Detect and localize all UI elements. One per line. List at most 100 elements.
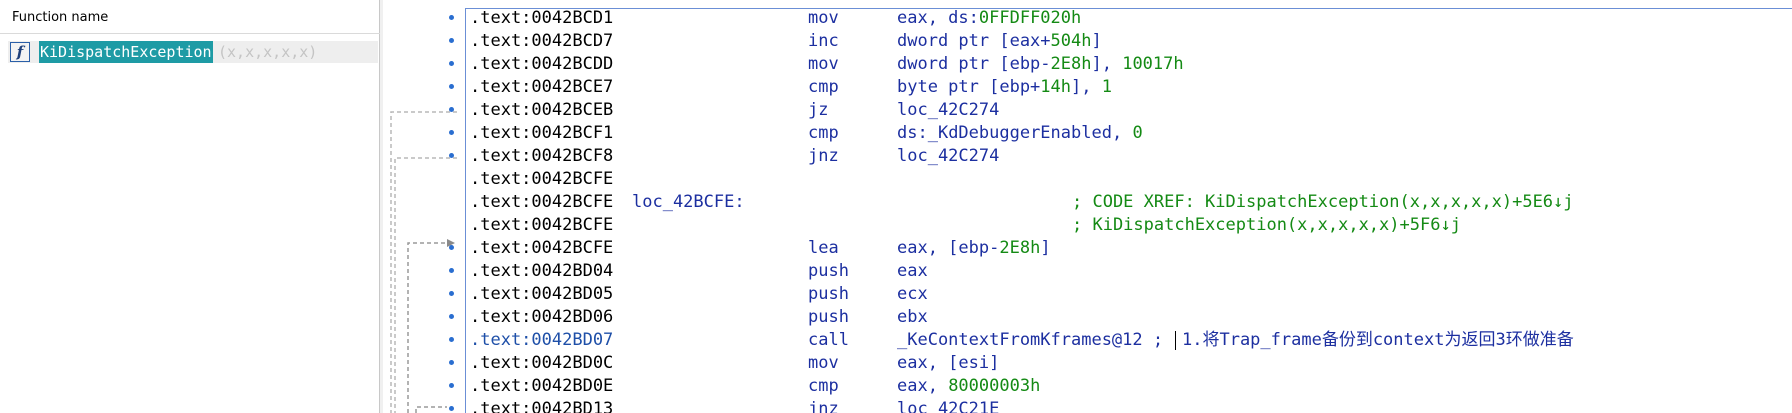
operand-part: loc_42C274 [897, 146, 1000, 166]
disasm-mnemonic[interactable]: jnz [808, 399, 839, 413]
disasm-line[interactable]: .text:0042BCE7 cmp byte ptr [ebp+14h], 1 [466, 76, 1792, 99]
flow-arrow-gutter [383, 0, 465, 413]
disasm-mnemonic[interactable]: inc [808, 31, 839, 51]
disasm-address[interactable]: .text:0042BD06 [470, 307, 614, 327]
disasm-line[interactable]: .text:0042BCDD mov dword ptr [ebp-2E8h], 1… [466, 53, 1792, 76]
disasm-operands[interactable]: loc_42C274 [897, 99, 999, 122]
breakpoint-dot-icon[interactable] [449, 84, 454, 89]
disasm-mnemonic[interactable]: jz [808, 100, 829, 120]
disasm-mnemonic[interactable]: push [808, 284, 849, 304]
disasm-line[interactable]: .text:0042BD0E cmp eax, 80000003h [466, 375, 1792, 398]
disasm-address[interactable]: .text:0042BCDD [470, 54, 614, 74]
breakpoint-dot-icon[interactable] [449, 153, 454, 158]
disasm-line[interactable]: .text:0042BCD7 inc dword ptr [eax+504h] [466, 30, 1792, 53]
disasm-address[interactable]: .text:0042BD04 [470, 261, 614, 281]
disasm-operands[interactable]: loc_42C274 [897, 145, 999, 168]
disasm-address[interactable]: .text:0042BCD7 [470, 31, 614, 51]
disasm-line[interactable]: .text:0042BCD1 mov eax, ds:0FFDFF020h [466, 8, 1792, 30]
disasm-line[interactable]: .text:0042BCEB jz loc_42C274 [466, 99, 1792, 122]
disasm-mnemonic[interactable]: call [808, 330, 849, 350]
disasm-address[interactable]: .text:0042BCFE [470, 192, 614, 212]
disasm-address[interactable]: .text:0042BCD1 [470, 8, 614, 28]
pane-splitter[interactable] [380, 0, 383, 413]
breakpoint-dot-icon[interactable] [449, 107, 454, 112]
function-list-item[interactable]: f KiDispatchException (x,x,x,x,x) [8, 41, 378, 63]
disasm-line[interactable]: .text:0042BD06 push ebx [466, 306, 1792, 329]
disasm-operands[interactable]: _KeContextFromKframes@12 ; [897, 329, 1163, 352]
disasm-mnemonic[interactable]: push [808, 307, 849, 327]
disasm-line[interactable]: .text:0042BD05 push ecx [466, 283, 1792, 306]
breakpoint-dot-icon[interactable] [449, 245, 454, 250]
operand-part: 2E8h [999, 238, 1041, 258]
disasm-operands[interactable]: dword ptr [ebp-2E8h], 10017h [897, 53, 1184, 76]
breakpoint-dot-icon[interactable] [449, 268, 454, 273]
disasm-operands[interactable]: ecx [897, 283, 928, 306]
disasm-operands[interactable]: eax [897, 260, 928, 283]
function-name-column-header[interactable]: Function name [0, 0, 380, 34]
disasm-operands[interactable]: eax, [ebp-2E8h] [897, 237, 1051, 260]
disasm-address[interactable]: .text:0042BD0E [470, 376, 614, 396]
disasm-line[interactable]: .text:0042BCFE lea eax, [ebp-2E8h] [466, 237, 1792, 260]
disasm-operands[interactable]: loc_42C21E [897, 398, 999, 413]
disasm-line[interactable]: .text:0042BCFE [466, 168, 1792, 191]
disasm-address[interactable]: .text:0042BD07 [470, 330, 614, 350]
operand-part: 14h [1040, 77, 1072, 97]
disasm-line[interactable]: .text:0042BD07 call _KeContextFromKframes@… [466, 329, 1792, 352]
xref-comment[interactable]: ; CODE XREF: KiDispatchException(x,x,x,x… [1072, 192, 1574, 212]
disasm-label[interactable]: loc_42BCFE: [632, 192, 745, 212]
disasm-mnemonic[interactable]: push [808, 261, 849, 281]
disasm-mnemonic[interactable]: cmp [808, 123, 839, 143]
breakpoint-dot-icon[interactable] [449, 15, 454, 20]
operand-part: 0 [1132, 123, 1143, 143]
disasm-operands[interactable]: dword ptr [eax+504h] [897, 30, 1102, 53]
disasm-operands[interactable]: ds:_KdDebuggerEnabled, 0 [897, 122, 1143, 145]
breakpoint-dot-icon[interactable] [449, 314, 454, 319]
disasm-address[interactable]: .text:0042BCEB [470, 100, 614, 120]
breakpoint-dot-icon[interactable] [449, 38, 454, 43]
disasm-address[interactable]: .text:0042BD05 [470, 284, 614, 304]
breakpoint-dot-icon[interactable] [449, 360, 454, 365]
operand-part: 504h [1050, 31, 1092, 51]
disasm-line[interactable]: .text:0042BCF1 cmp ds:_KdDebuggerEnabled, … [466, 122, 1792, 145]
disasm-address[interactable]: .text:0042BCF8 [470, 146, 614, 166]
disasm-address[interactable]: .text:0042BD13 [470, 399, 614, 413]
breakpoint-dot-icon[interactable] [449, 383, 454, 388]
operand-part: 10017h [1122, 54, 1184, 74]
breakpoint-dot-icon[interactable] [449, 130, 454, 135]
disasm-operands[interactable]: eax, ds:0FFDFF020h [897, 9, 1081, 30]
disasm-mnemonic[interactable]: jnz [808, 146, 839, 166]
disasm-line[interactable]: .text:0042BCFE loc_42BCFE: ; CODE XREF: Ki… [466, 191, 1792, 214]
disasm-address[interactable]: .text:0042BCFE [470, 238, 614, 258]
disasm-mnemonic[interactable]: mov [808, 8, 839, 28]
disasm-mnemonic[interactable]: cmp [808, 77, 839, 97]
disasm-line[interactable]: .text:0042BD13 jnz loc_42C21E [466, 398, 1792, 413]
disasm-address[interactable]: .text:0042BCE7 [470, 77, 614, 97]
xref-comment[interactable]: ; KiDispatchException(x,x,x,x,x)+5F6↓j [1072, 215, 1461, 235]
disasm-line[interactable]: .text:0042BCFE ; KiDispatchException(x,x,… [466, 214, 1792, 237]
disasm-mnemonic[interactable]: lea [808, 238, 839, 258]
user-comment[interactable]: 1.将Trap_frame备份到context为返回3环做准备 [1182, 330, 1574, 350]
breakpoint-dot-icon[interactable] [449, 337, 454, 342]
disasm-mnemonic[interactable]: mov [808, 54, 839, 74]
breakpoint-dot-icon[interactable] [449, 406, 454, 411]
disasm-address[interactable]: .text:0042BCF1 [470, 123, 614, 143]
disasm-operands[interactable]: ebx [897, 306, 928, 329]
function-name[interactable]: KiDispatchException [39, 41, 213, 63]
disasm-operands[interactable]: eax, 80000003h [897, 375, 1040, 398]
disasm-line[interactable]: .text:0042BD0C mov eax, [esi] [466, 352, 1792, 375]
flow-arrow-jnz [394, 157, 457, 413]
disasm-operands[interactable]: eax, [esi] [897, 352, 999, 375]
disasm-address[interactable]: .text:0042BCFE [470, 215, 614, 235]
disasm-operands[interactable]: byte ptr [ebp+14h], 1 [897, 76, 1112, 99]
disasm-mnemonic[interactable]: mov [808, 353, 839, 373]
disasm-address[interactable]: .text:0042BD0C [470, 353, 614, 373]
breakpoint-dot-icon[interactable] [449, 291, 454, 296]
disasm-line[interactable]: .text:0042BD04 push eax [466, 260, 1792, 283]
operand-part: ] [1091, 31, 1102, 51]
disasm-address[interactable]: .text:0042BCFE [470, 169, 614, 189]
disasm-line[interactable]: .text:0042BCF8 jnz loc_42C274 [466, 145, 1792, 168]
operand-part: ebx [897, 307, 928, 327]
disasm-mnemonic[interactable]: cmp [808, 376, 839, 396]
breakpoint-dot-icon[interactable] [449, 61, 454, 66]
